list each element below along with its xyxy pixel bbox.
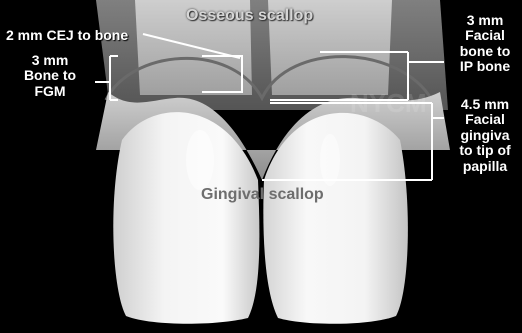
left-crown-highlight xyxy=(186,130,214,190)
osseous-scallop-label: Osseous scallop xyxy=(186,7,313,25)
watermark: NYCM xyxy=(350,88,427,118)
gingival-scallop-label: Gingival scallop xyxy=(201,186,324,204)
facial-bone-to-ip-bone-label: 3 mm Facial bone to IP bone xyxy=(446,13,522,75)
cej-to-bone-label: 2 mm CEJ to bone xyxy=(6,28,128,43)
right-crown-highlight xyxy=(320,134,340,186)
facial-gingiva-to-papilla-label: 4.5 mm Facial gingiva to tip of papilla xyxy=(446,97,522,174)
left-central-incisor xyxy=(113,112,259,324)
bone-to-fgm-label: 3 mm Bone to FGM xyxy=(8,53,92,99)
